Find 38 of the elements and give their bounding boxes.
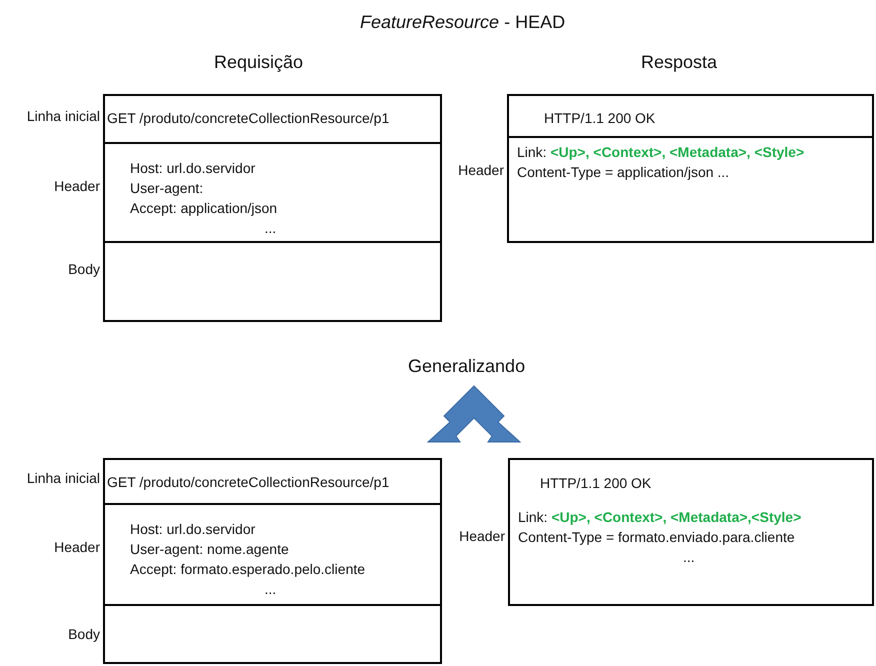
column-heading: Resposta bbox=[641, 52, 718, 73]
row-label: Linha inicial bbox=[26, 469, 100, 488]
row-label: Header bbox=[54, 177, 100, 196]
header-line: Host: url.do.servidor bbox=[130, 159, 256, 178]
status-line-cell bbox=[507, 94, 874, 138]
row-label: Header bbox=[459, 527, 505, 546]
row-label: Body bbox=[68, 625, 100, 644]
column-heading: Requisição bbox=[214, 52, 304, 73]
header-line: Content-Type = application/json ... bbox=[517, 163, 730, 182]
row-label: Body bbox=[68, 260, 100, 279]
request-line-cell bbox=[103, 94, 442, 144]
response-box bbox=[508, 458, 874, 606]
status-line-text: HTTP/1.1 200 OK bbox=[540, 474, 652, 493]
body-cell bbox=[103, 241, 442, 322]
request-line-text: GET /produto/concreteCollectionResource/p1 bbox=[107, 473, 390, 492]
request-line-text: GET /produto/concreteCollectionResource/p1 bbox=[107, 109, 390, 128]
header-line: Accept: formato.esperado.pelo.cliente bbox=[130, 560, 366, 579]
status-line-text: HTTP/1.1 200 OK bbox=[544, 109, 656, 128]
header-cell bbox=[103, 503, 442, 606]
request-line-cell bbox=[103, 458, 442, 505]
row-label: Header bbox=[458, 161, 504, 180]
ellipsis-text: ... bbox=[264, 580, 276, 599]
row-label: Linha inicial bbox=[26, 107, 100, 126]
header-line: Accept: application/json bbox=[130, 199, 278, 218]
ellipsis-text: ... bbox=[683, 548, 695, 567]
body-cell bbox=[103, 604, 442, 664]
header-line: User-agent: bbox=[130, 179, 204, 198]
ellipsis-text: ... bbox=[264, 219, 276, 238]
header-cell bbox=[507, 136, 874, 243]
header-line: Link: <Up>, <Context>, <Metadata>, <Style> bbox=[517, 143, 804, 162]
header-cell bbox=[103, 142, 442, 243]
header-line: Link: <Up>, <Context>, <Metadata>,<Style> bbox=[518, 508, 802, 527]
header-line: Host: url.do.servidor bbox=[130, 520, 256, 539]
diagram-title: FeatureResource - HEAD bbox=[360, 12, 566, 33]
header-line: Content-Type = formato.enviado.para.cliente bbox=[518, 528, 795, 547]
section-heading: Generalizando bbox=[408, 356, 526, 377]
header-line: User-agent: nome.agente bbox=[130, 540, 289, 559]
row-label: Header bbox=[54, 538, 100, 557]
